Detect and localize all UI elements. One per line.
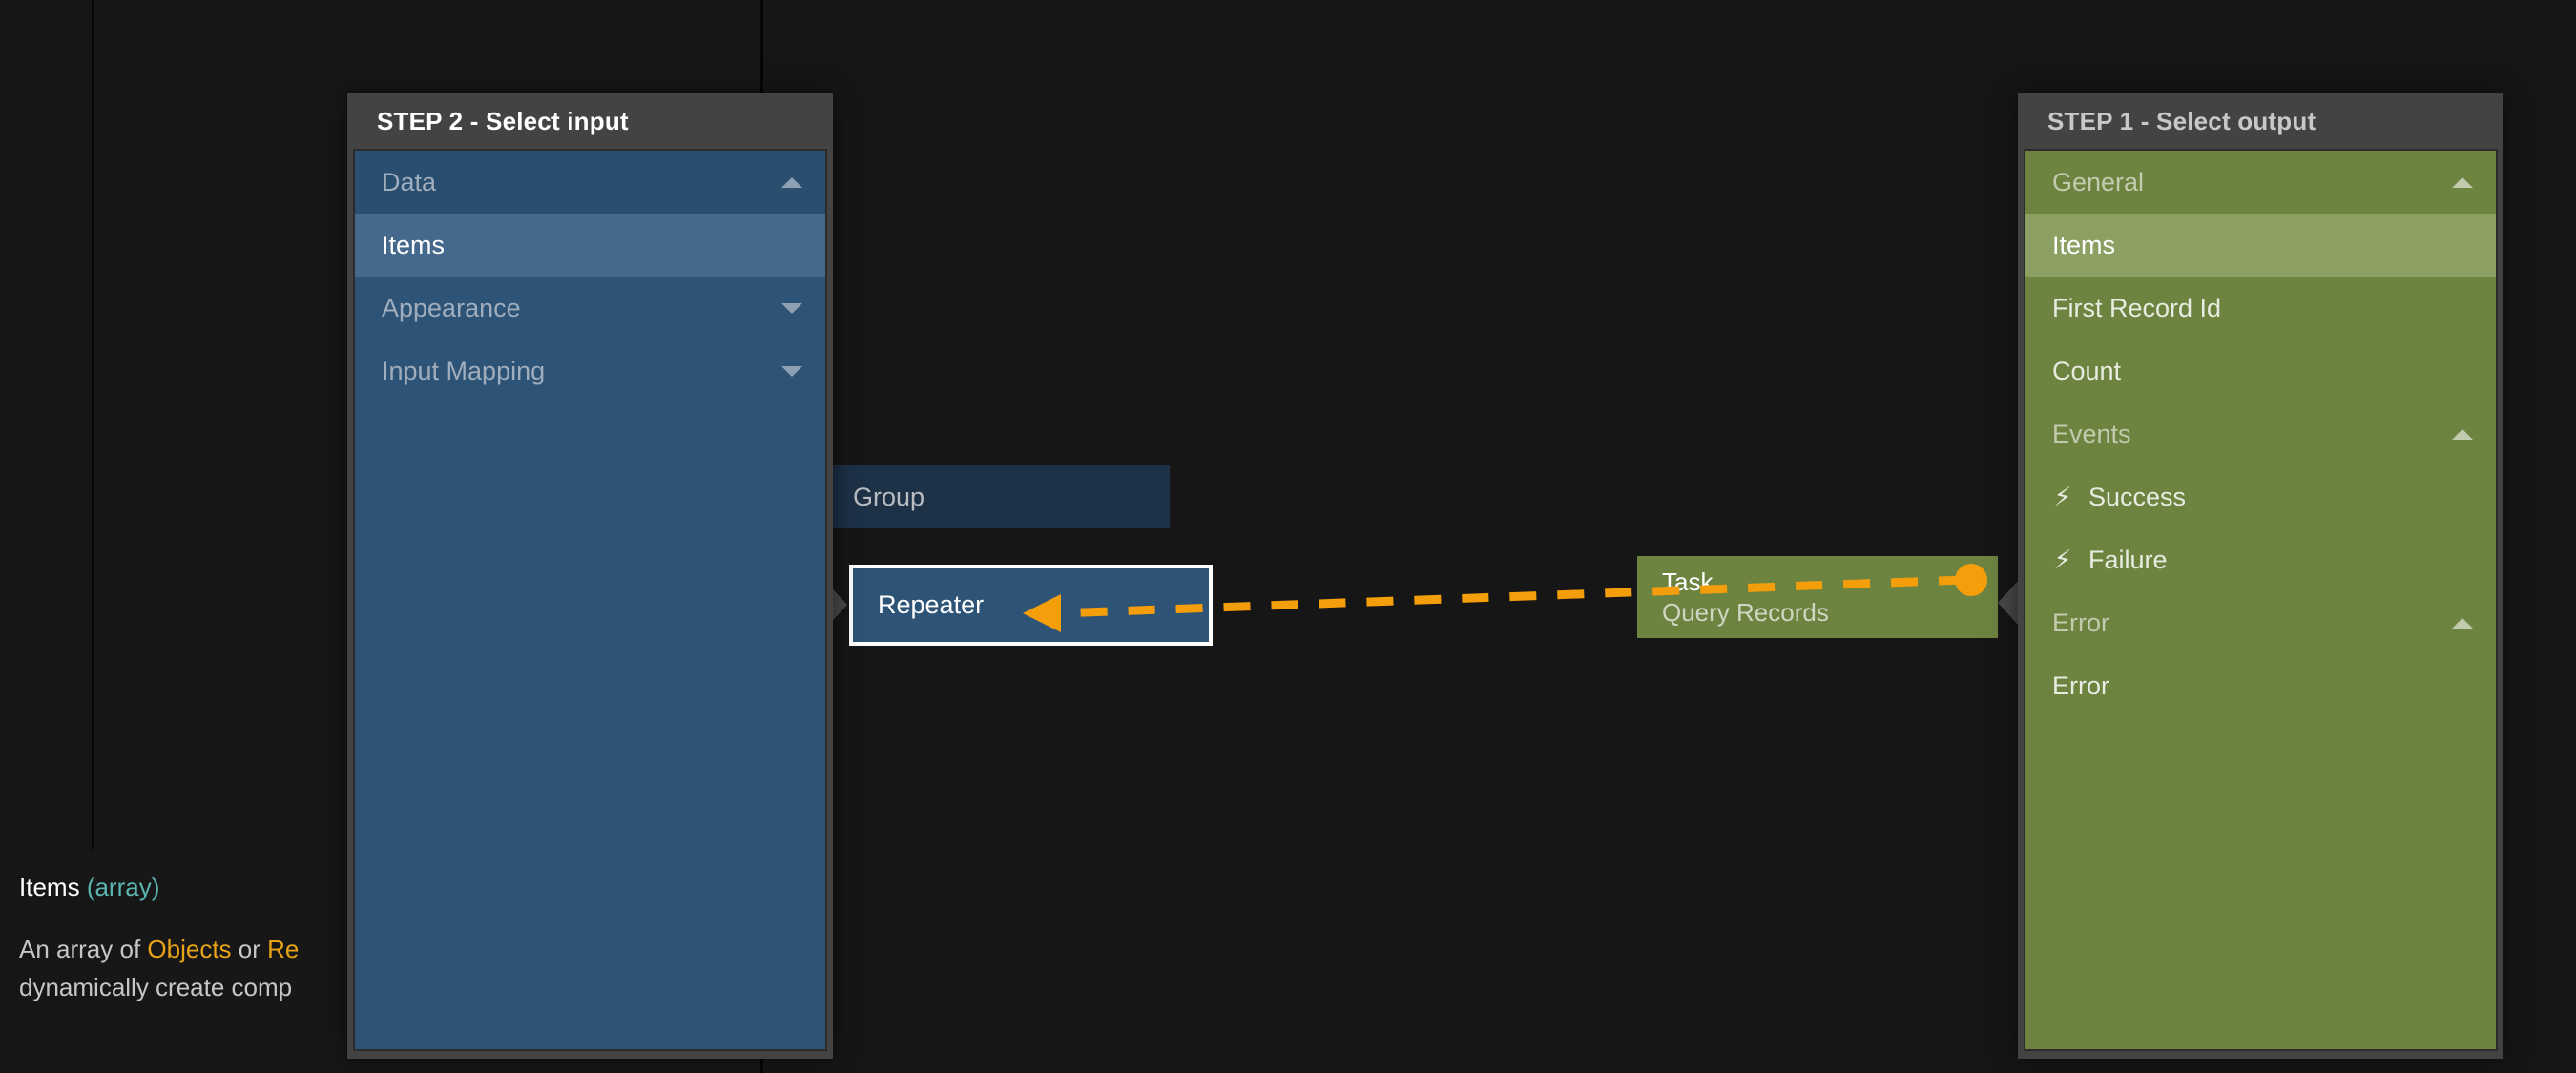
step1-row-count[interactable]: Count — [2025, 340, 2496, 402]
step1-row-error[interactable]: Error — [2025, 654, 2496, 717]
canvas-divider-right — [760, 0, 763, 93]
lightning-bolt-icon: ⚡ — [2053, 482, 2072, 511]
node-group-label: Group — [853, 482, 925, 511]
canvas-divider-left — [92, 0, 94, 849]
canvas-divider-bottom — [760, 1057, 763, 1073]
property-help-heading: Items (array) — [19, 873, 420, 902]
property-help-name: Items — [19, 873, 80, 901]
step2-row-items[interactable]: Items — [355, 214, 825, 277]
property-help-type: (array) — [86, 873, 160, 901]
step1-row-label: Items — [2052, 230, 2116, 259]
node-task-sublabel: Query Records — [1662, 598, 1829, 627]
step1-row-label: Error — [2052, 608, 2109, 637]
step2-row-label: Appearance — [382, 293, 521, 322]
help-keyword-records: Re — [267, 935, 300, 963]
step2-row-input-mapping[interactable]: Input Mapping — [355, 340, 825, 402]
step1-panel-title: STEP 1 - Select output — [2047, 106, 2316, 135]
help-keyword-objects: Objects — [147, 935, 232, 963]
property-help-line-1: An array of Objects or Re — [19, 930, 420, 968]
chevron-up-icon[interactable] — [2452, 617, 2473, 629]
step1-row-label: Count — [2052, 356, 2122, 385]
step1-row-failure[interactable]: ⚡ Failure — [2025, 528, 2496, 591]
help-text-prefix: An array of — [19, 935, 148, 963]
step1-row-success[interactable]: ⚡ Success — [2025, 465, 2496, 528]
step2-row-data[interactable]: Data — [355, 151, 825, 214]
node-task-label: Task — [1662, 567, 1714, 596]
chevron-up-icon[interactable] — [2452, 428, 2473, 440]
node-group[interactable]: Group — [828, 465, 1170, 528]
node-repeater-label: Repeater — [878, 590, 985, 619]
output-port-chevron-icon[interactable] — [1998, 580, 2019, 626]
chevron-up-icon[interactable] — [781, 176, 802, 188]
chevron-down-icon[interactable] — [781, 365, 802, 377]
property-help: Items (array) An array of Objects or Re … — [19, 873, 420, 1007]
step1-row-items[interactable]: Items — [2025, 214, 2496, 277]
step2-row-label: Items — [382, 230, 446, 259]
step2-row-appearance[interactable]: Appearance — [355, 277, 825, 340]
property-help-line-2: dynamically create comp — [19, 973, 293, 1002]
step1-row-label: Events — [2052, 419, 2131, 448]
node-repeater[interactable]: Repeater — [849, 565, 1213, 646]
step1-row-label: Error — [2052, 671, 2109, 700]
chevron-down-icon[interactable] — [781, 302, 802, 314]
node-task[interactable]: Task Query Records — [1637, 556, 1998, 638]
step1-row-events[interactable]: Events — [2025, 402, 2496, 465]
step1-row-first-record-id[interactable]: First Record Id — [2025, 277, 2496, 340]
step1-row-label: Success — [2088, 482, 2187, 511]
lightning-bolt-icon: ⚡ — [2053, 545, 2072, 574]
step1-row-label: First Record Id — [2052, 293, 2222, 322]
step2-panel-title: STEP 2 - Select input — [377, 106, 629, 135]
step1-row-general[interactable]: General — [2025, 151, 2496, 214]
step1-row-label: General — [2052, 167, 2145, 196]
help-text-mid: or — [231, 935, 268, 963]
step2-row-label: Data — [382, 167, 437, 196]
step2-row-label: Input Mapping — [382, 356, 546, 385]
step1-row-label: Failure — [2088, 545, 2168, 574]
property-help-description: An array of Objects or Re dynamically cr… — [19, 930, 420, 1007]
chevron-up-icon[interactable] — [2452, 176, 2473, 188]
step1-row-error[interactable]: Error — [2025, 591, 2496, 654]
